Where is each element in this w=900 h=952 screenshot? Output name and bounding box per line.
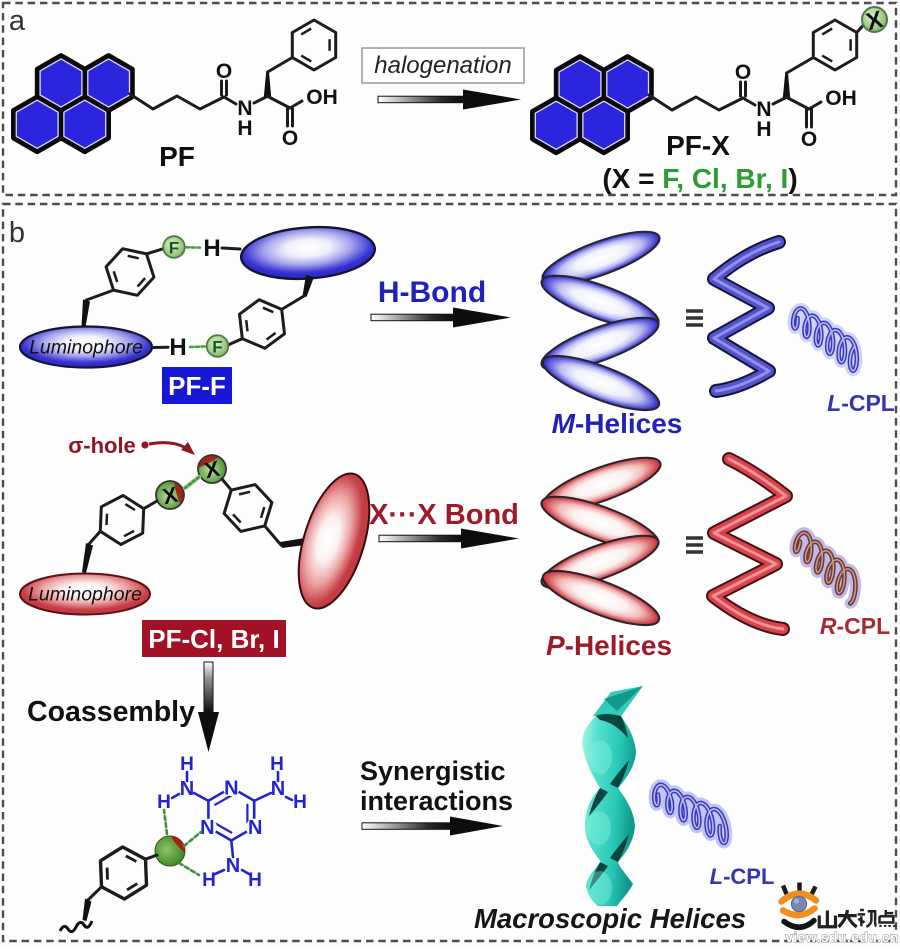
svg-text:M-Helices: M-Helices: [552, 408, 683, 439]
svg-text:Coassembly: Coassembly: [27, 696, 195, 728]
svg-text:H: H: [293, 792, 307, 813]
svg-text:O: O: [216, 60, 232, 83]
svg-text:L-CPL: L-CPL: [710, 864, 775, 889]
svg-text:O: O: [735, 61, 751, 84]
svg-text:b: b: [9, 217, 25, 249]
svg-text:H: H: [756, 118, 771, 141]
svg-text:O: O: [282, 127, 298, 150]
svg-text:Synergistic: Synergistic: [360, 756, 506, 786]
svg-text:(X = F, Cl, Br, I): (X = F, Cl, Br, I): [602, 163, 797, 194]
svg-text:PF-F: PF-F: [168, 371, 226, 401]
svg-text:OH: OH: [825, 87, 857, 110]
svg-text:Macroscopic Helices: Macroscopic Helices: [474, 903, 746, 934]
svg-text:N: N: [224, 778, 238, 800]
svg-text:Luminophore: Luminophore: [28, 584, 142, 606]
svg-text:a: a: [9, 5, 26, 37]
svg-text:N: N: [226, 855, 240, 877]
svg-text:view.sdu.edu.cn: view.sdu.edu.cn: [785, 929, 899, 945]
svg-text:PF-X: PF-X: [666, 130, 730, 161]
svg-text:X···X Bond: X···X Bond: [369, 499, 519, 531]
svg-text:PF: PF: [159, 141, 195, 172]
svg-text:H: H: [248, 870, 262, 891]
svg-text:F: F: [169, 239, 179, 258]
svg-text:H: H: [237, 117, 252, 140]
svg-text:H: H: [180, 754, 194, 775]
svg-text:PF-Cl, Br, I: PF-Cl, Br, I: [148, 624, 279, 654]
svg-text:N: N: [200, 817, 214, 839]
svg-text:halogenation: halogenation: [374, 52, 511, 79]
svg-text:R-CPL: R-CPL: [820, 613, 890, 639]
svg-text:OH: OH: [306, 86, 338, 109]
svg-text:L-CPL: L-CPL: [827, 390, 895, 416]
svg-text:Luminophore: Luminophore: [29, 337, 143, 359]
svg-text:O: O: [801, 128, 817, 151]
svg-text:interactions: interactions: [360, 786, 513, 816]
svg-text:H-Bond: H-Bond: [378, 276, 486, 309]
svg-text:H: H: [169, 334, 186, 361]
svg-text:H: H: [202, 870, 216, 891]
svg-text:H: H: [270, 754, 284, 775]
svg-text:N: N: [248, 817, 262, 839]
svg-text:F: F: [212, 338, 222, 357]
svg-text:P-Helices: P-Helices: [546, 630, 672, 661]
svg-text:σ-hole: σ-hole: [68, 433, 136, 458]
svg-text:H: H: [203, 235, 220, 262]
